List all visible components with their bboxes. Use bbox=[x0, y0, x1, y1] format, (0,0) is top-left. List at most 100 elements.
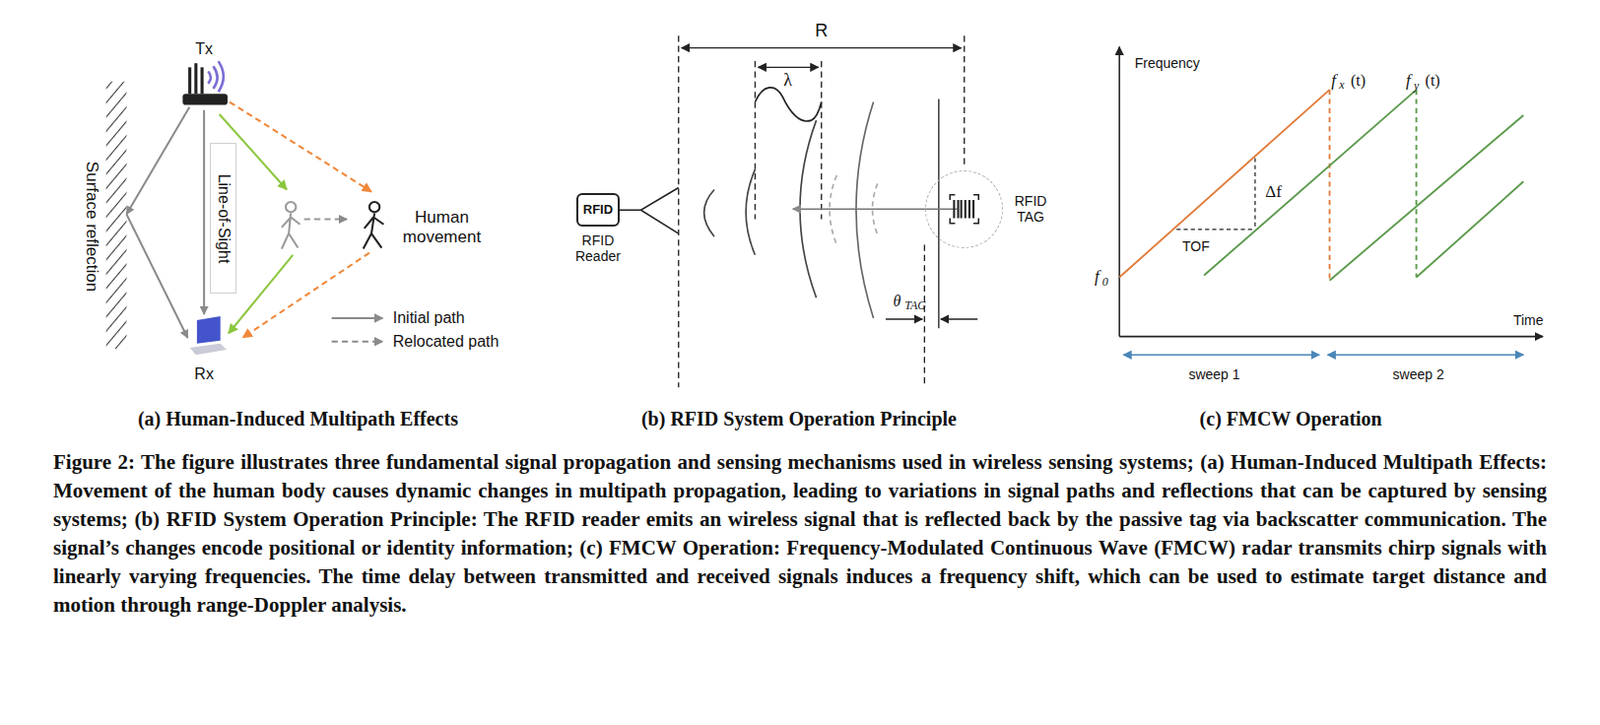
sweep-label: sweep 2 bbox=[1393, 366, 1445, 383]
dimension-lines bbox=[924, 244, 926, 388]
axis-label: Time bbox=[1513, 312, 1544, 329]
dimension-lines bbox=[758, 66, 819, 68]
signal-arrow bbox=[126, 107, 190, 338]
receiver-node: Rx bbox=[186, 316, 223, 384]
chirp-lines bbox=[1119, 89, 1524, 281]
wall-hatch bbox=[106, 81, 128, 349]
axis-label: Frequency bbox=[1134, 55, 1200, 71]
laptop-icon bbox=[190, 343, 227, 355]
connector-segment bbox=[126, 214, 188, 339]
sweep-arrows bbox=[1327, 353, 1524, 356]
subfigure-caption: (a) Human-Induced Multipath Effects bbox=[137, 406, 459, 430]
wavefronts bbox=[829, 175, 837, 245]
chirp-lines bbox=[1415, 89, 1418, 277]
axis-value-subscript: 0 bbox=[1102, 275, 1109, 290]
antenna bbox=[640, 187, 678, 234]
dimension-lines bbox=[677, 35, 679, 388]
legend-samples bbox=[332, 340, 384, 343]
axis-value: f bbox=[1094, 266, 1100, 287]
signal-name: f bbox=[1405, 70, 1411, 91]
dimension-lines bbox=[937, 98, 939, 329]
signal-subscript: y bbox=[1413, 79, 1419, 94]
chart-axes bbox=[1119, 47, 1543, 337]
wall-hatch bbox=[106, 81, 128, 349]
dimension-lines bbox=[940, 318, 978, 320]
dimension-label: λ bbox=[783, 68, 793, 90]
wavefronts bbox=[754, 87, 821, 122]
signal-name: f bbox=[1331, 70, 1336, 91]
signal-paths bbox=[304, 218, 348, 221]
chirp-lines bbox=[1254, 157, 1256, 229]
signal-paths bbox=[243, 253, 370, 338]
angle-subscript: TAG bbox=[904, 299, 927, 314]
chirp-lines bbox=[1416, 181, 1525, 277]
chart-axes bbox=[1119, 335, 1543, 338]
signal-paths bbox=[229, 102, 372, 193]
dimension-label: R bbox=[814, 20, 828, 42]
person-after bbox=[363, 212, 385, 249]
subfigure-caption: (c) FMCW Operation bbox=[1200, 406, 1383, 430]
wavefronts bbox=[704, 190, 715, 238]
movement-label: Human movement bbox=[396, 207, 487, 247]
legend-samples bbox=[332, 318, 384, 342]
tag-circle: RFID TAG bbox=[925, 170, 1003, 249]
barcode-icon bbox=[949, 195, 979, 224]
laptop-icon bbox=[197, 316, 221, 344]
signal-name: (t) bbox=[1425, 71, 1441, 90]
node-label: RFID Reader bbox=[566, 232, 630, 265]
transmitter-node: Tx bbox=[179, 40, 229, 108]
chirp-lines bbox=[1176, 228, 1256, 230]
router-icon bbox=[188, 66, 192, 94]
dimension-lines bbox=[678, 35, 978, 388]
router-icon bbox=[200, 66, 204, 94]
sweep-label: sweep 1 bbox=[1188, 366, 1240, 383]
barcode-icon bbox=[949, 195, 979, 224]
chirp-lines bbox=[1329, 89, 1332, 281]
subfigure-caption: (b) RFID System Operation Principle bbox=[641, 406, 957, 430]
chart-axes bbox=[1118, 47, 1121, 337]
antenna bbox=[619, 187, 679, 234]
wavefronts bbox=[793, 207, 958, 210]
node-label: Rx bbox=[194, 365, 214, 384]
chirp-lines bbox=[1203, 89, 1416, 275]
connector-segment bbox=[126, 107, 190, 215]
dimension-lines bbox=[885, 318, 923, 320]
signal-paths bbox=[219, 102, 372, 338]
barcode-icon bbox=[953, 200, 974, 219]
label-box: Line-of-Sight bbox=[209, 142, 237, 294]
sweep-arrows bbox=[1123, 353, 1524, 356]
angle-symbol: θ bbox=[892, 291, 901, 310]
wavefronts bbox=[856, 102, 874, 319]
signal-name: (t) bbox=[1350, 71, 1366, 90]
node-label: RFID TAG bbox=[1005, 193, 1056, 225]
tof-label: TOF bbox=[1182, 238, 1210, 255]
router-icon bbox=[182, 61, 228, 106]
dimension-lines bbox=[963, 35, 965, 169]
wavefronts bbox=[704, 87, 958, 319]
legend-samples bbox=[332, 317, 384, 320]
router-icon bbox=[207, 61, 224, 92]
person-before bbox=[281, 201, 301, 250]
person-after bbox=[363, 201, 385, 250]
reader-box: RFIDRFID Reader bbox=[576, 193, 620, 227]
legend-text: Relocated path bbox=[393, 333, 500, 351]
wall-label: Surface reflection bbox=[81, 161, 102, 292]
signal-arrow bbox=[203, 110, 205, 315]
sweep-arrows bbox=[1123, 353, 1320, 356]
legend-text: Initial path bbox=[393, 309, 466, 328]
figure-caption: Figure 2: The figure illustrates three f… bbox=[53, 448, 1547, 620]
antenna bbox=[619, 208, 642, 211]
dimension-lines bbox=[820, 61, 822, 219]
chirp-lines bbox=[1330, 115, 1525, 281]
chirp-lines bbox=[1119, 89, 1330, 277]
node-label: Tx bbox=[195, 40, 213, 59]
router-icon bbox=[182, 93, 228, 105]
laptop-icon bbox=[190, 316, 227, 355]
connector-segment bbox=[202, 110, 205, 315]
person-before bbox=[285, 201, 296, 212]
wavefronts bbox=[745, 169, 755, 256]
delta-label: Δf bbox=[1265, 182, 1282, 202]
signal-paths bbox=[228, 255, 293, 334]
person-after bbox=[369, 201, 380, 212]
